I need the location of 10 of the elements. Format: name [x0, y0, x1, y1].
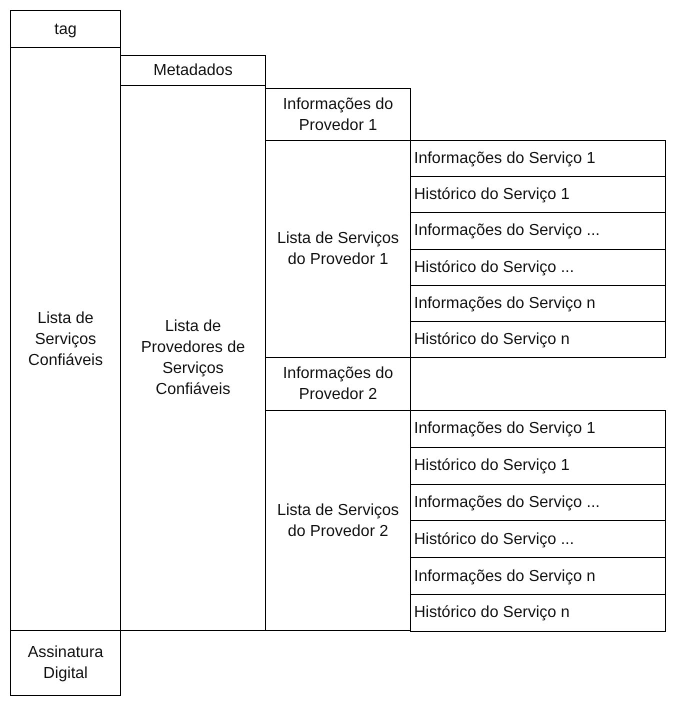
structure-field: tag — [10, 10, 121, 48]
structure-field: Histórico do Serviço n — [410, 594, 666, 632]
structure-field: Lista de Provedores de Serviços Confiáveis — [120, 85, 266, 631]
structure-field: Informações do Provedor 1 — [265, 88, 411, 141]
structure-field: Metadados — [120, 55, 266, 86]
structure-field: Assinatura Digital — [10, 630, 121, 696]
structure-field: Informações do Serviço 1 — [410, 140, 666, 178]
structure-field: Lista de Serviços Confiáveis — [10, 47, 121, 631]
structure-field: Histórico do Serviço n — [410, 321, 666, 358]
structure-field: Informações do Serviço 1 — [410, 410, 666, 448]
